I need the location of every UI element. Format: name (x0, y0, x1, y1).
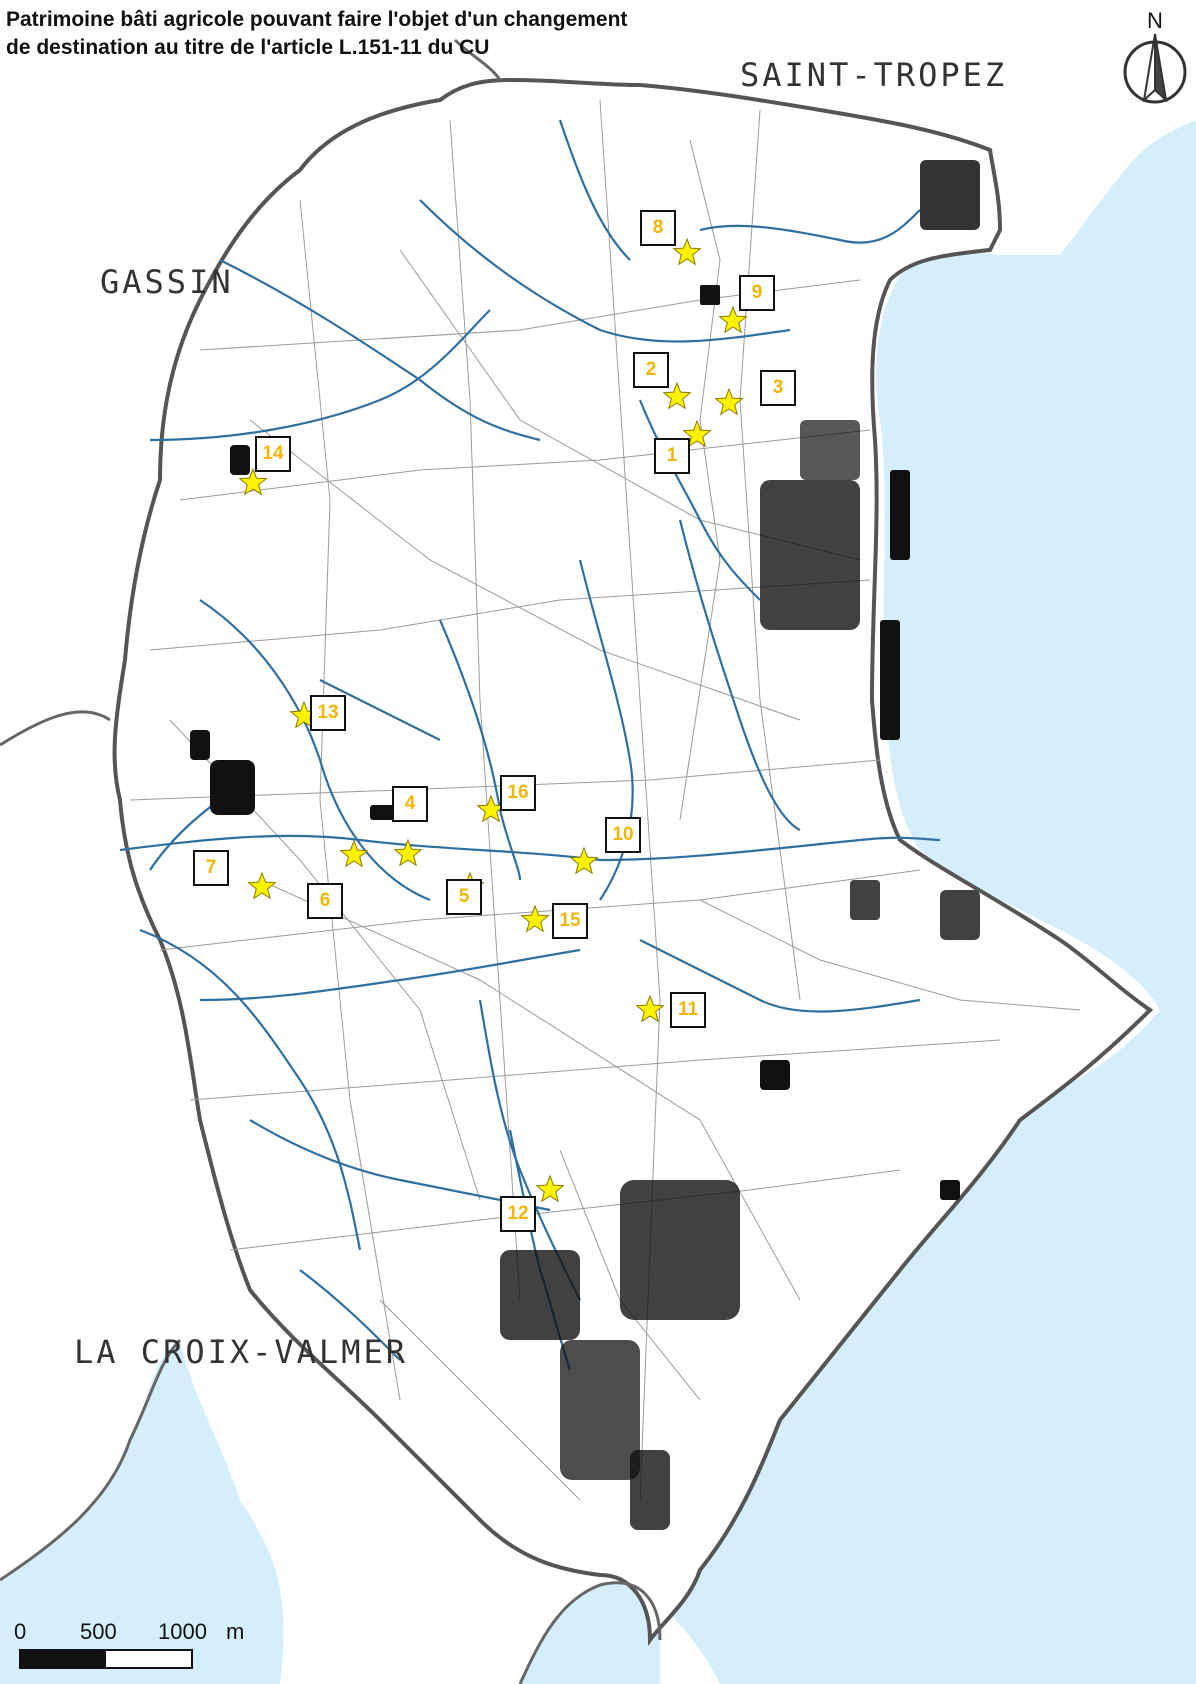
commune-label-la-croix-valmer: LA CROIX-VALMER (74, 1333, 408, 1371)
buildings (190, 160, 980, 1530)
scale-label-500: 500 (80, 1619, 117, 1644)
rivers (119, 119, 941, 1371)
marker-label-7[interactable]: 7 (193, 850, 229, 886)
marker-label-4[interactable]: 4 (392, 786, 428, 822)
marker-label-2[interactable]: 2 (633, 352, 669, 388)
marker-label-6[interactable]: 6 (307, 883, 343, 919)
marker-label-14[interactable]: 14 (255, 436, 291, 472)
marker-label-15[interactable]: 15 (552, 903, 588, 939)
parcel-lines (129, 99, 1081, 1501)
border-gassin (0, 710, 111, 747)
marker-label-12[interactable]: 12 (500, 1196, 536, 1232)
map-title: Patrimoine bâti agricole pouvant faire l… (6, 6, 627, 62)
star-icon-4[interactable] (393, 838, 423, 867)
border-croix-valmer (0, 1338, 182, 1582)
border-saint-tropez (453, 38, 502, 81)
border-south (518, 1581, 662, 1684)
marker-label-11[interactable]: 11 (670, 992, 706, 1028)
scale-label-1000: 1000 (158, 1619, 207, 1644)
marker-label-5[interactable]: 5 (446, 879, 482, 915)
scale-label-0: 0 (14, 1619, 27, 1644)
star-icon-6[interactable] (339, 839, 369, 868)
north-arrow: N (1120, 8, 1190, 108)
commune-label-saint-tropez: SAINT-TROPEZ (740, 56, 1008, 94)
scale-bar (19, 1649, 193, 1669)
star-icon-2[interactable] (662, 381, 692, 410)
marker-label-16[interactable]: 16 (500, 775, 536, 811)
marker-stars (238, 237, 748, 1203)
marker-label-1[interactable]: 1 (654, 438, 690, 474)
marker-label-8[interactable]: 8 (640, 210, 676, 246)
sea-east (645, 120, 1196, 1684)
star-icon-3[interactable] (714, 387, 744, 416)
star-icon-15[interactable] (520, 904, 550, 933)
star-icon-11[interactable] (635, 994, 665, 1023)
star-icon-10[interactable] (569, 846, 599, 875)
star-icon-8[interactable] (672, 237, 702, 266)
marker-label-9[interactable]: 9 (739, 275, 775, 311)
north-arrow-icon (1123, 33, 1187, 104)
title-line-1: Patrimoine bâti agricole pouvant faire l… (6, 8, 628, 31)
sea-south-west (0, 1340, 284, 1684)
north-label: N (1147, 8, 1163, 33)
star-icon-1[interactable] (682, 419, 712, 448)
star-icon-14[interactable] (238, 467, 268, 496)
marker-label-3[interactable]: 3 (760, 370, 796, 406)
star-icon-7[interactable] (247, 871, 277, 900)
star-icon-12[interactable] (535, 1174, 565, 1203)
sea-south (520, 1582, 660, 1684)
title-line-2: de destination au titre de l'article L.1… (6, 36, 490, 59)
marker-label-13[interactable]: 13 (310, 695, 346, 731)
star-icon-9[interactable] (718, 305, 748, 334)
marker-label-10[interactable]: 10 (605, 817, 641, 853)
scale-label-unit: m (226, 1619, 245, 1644)
commune-label-gassin: GASSIN (100, 263, 234, 301)
